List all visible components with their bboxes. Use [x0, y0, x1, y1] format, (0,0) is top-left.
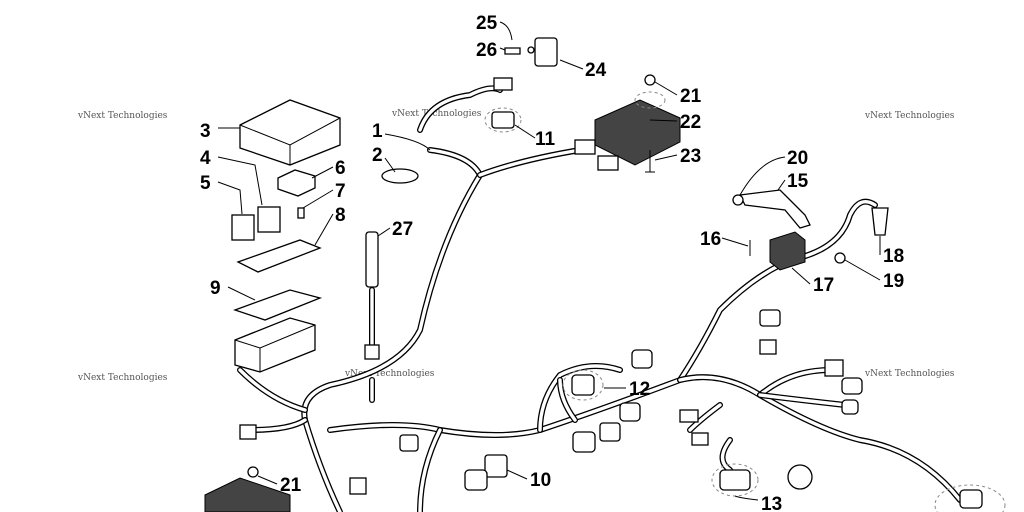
- connector: [959, 489, 983, 509]
- connector: [239, 424, 257, 440]
- plug-part-18: [871, 207, 889, 236]
- switch-part-24: [534, 37, 558, 67]
- voltage-regulator-part-22: [594, 99, 681, 166]
- callout-10[interactable]: 10: [530, 470, 551, 491]
- connector: [759, 339, 777, 355]
- callout-21[interactable]: 21: [680, 86, 702, 107]
- relay-part-6: [277, 169, 316, 197]
- watermark: vNext Technologies: [77, 111, 168, 121]
- callout-27[interactable]: 27: [392, 219, 413, 240]
- sensor-connector: [364, 344, 380, 360]
- callout-21b[interactable]: 21: [280, 475, 302, 496]
- callout-3[interactable]: 3: [200, 121, 211, 142]
- washer-part-26: [527, 46, 535, 54]
- callout-26[interactable]: 26: [476, 40, 497, 61]
- screw-part-19: [834, 252, 846, 264]
- callout-12[interactable]: 12: [629, 379, 650, 400]
- nut-part-20: [732, 194, 744, 206]
- callout-24[interactable]: 24: [585, 60, 607, 81]
- callout-7[interactable]: 7: [335, 181, 346, 202]
- harness-wires: [237, 85, 963, 512]
- connector: [572, 431, 596, 453]
- connector-part-13: [719, 469, 751, 491]
- connector-part-12: [571, 374, 595, 396]
- watermark: vNext Technologies: [864, 111, 955, 121]
- watermarks: vNext Technologies vNext Technologies vN…: [77, 109, 955, 383]
- relay-part-5: [231, 214, 255, 241]
- callout-9[interactable]: 9: [210, 278, 221, 299]
- watermark: vNext Technologies: [344, 369, 435, 379]
- connector: [824, 359, 844, 377]
- connector: [759, 309, 781, 327]
- callout-2[interactable]: 2: [372, 145, 383, 166]
- callouts: 25 26 24 21 22 23 11 3 1 2 4 6 5 7 8 27 …: [200, 13, 904, 512]
- callout-5[interactable]: 5: [200, 173, 211, 194]
- watermark: vNext Technologies: [391, 109, 482, 119]
- callout-6[interactable]: 6: [335, 158, 346, 179]
- parts: [204, 37, 1006, 512]
- ecu-module: [204, 477, 291, 512]
- callout-18[interactable]: 18: [883, 246, 904, 267]
- connector: [349, 477, 367, 495]
- callout-13[interactable]: 13: [761, 494, 782, 512]
- bracket-part-15: [739, 189, 811, 229]
- callout-15[interactable]: 15: [787, 171, 809, 192]
- callout-1[interactable]: 1: [372, 121, 383, 142]
- connector: [841, 399, 859, 415]
- watermark: vNext Technologies: [864, 369, 955, 379]
- regulator-connector: [574, 139, 596, 155]
- connector: [631, 349, 653, 369]
- screw-part-25: [504, 47, 521, 55]
- connector: [464, 469, 488, 491]
- harness-connector-top: [493, 77, 513, 91]
- regulator-connector: [597, 155, 619, 171]
- fuse-part-7: [297, 207, 305, 219]
- fuse-board-part-8: [236, 239, 322, 273]
- connector-part-11: [491, 111, 515, 129]
- module-part-17: [769, 231, 806, 271]
- gasket-part-9: [233, 289, 323, 321]
- watermark: vNext Technologies: [77, 373, 168, 383]
- connector: [841, 377, 863, 395]
- screw-part-23: [645, 150, 655, 173]
- connector-part-2: [381, 168, 419, 184]
- callout-11[interactable]: 11: [535, 129, 556, 150]
- callout-23[interactable]: 23: [680, 146, 701, 167]
- nut-part-21b: [247, 466, 259, 478]
- leader-lines: [217, 21, 881, 501]
- connector-part-10: [484, 454, 508, 478]
- callout-20[interactable]: 20: [787, 148, 808, 169]
- callout-22[interactable]: 22: [680, 112, 701, 133]
- connector: [399, 434, 419, 452]
- oxygen-sensor-part-27: [365, 231, 379, 288]
- fuse-box-cover: [239, 99, 341, 166]
- nut-part-21: [644, 74, 656, 86]
- connector: [619, 402, 641, 422]
- relay-part-4: [257, 206, 281, 233]
- callout-25[interactable]: 25: [476, 13, 498, 34]
- callout-19[interactable]: 19: [883, 271, 904, 292]
- connector: [691, 432, 709, 446]
- callout-4[interactable]: 4: [200, 148, 211, 169]
- callout-16[interactable]: 16: [700, 229, 721, 250]
- callout-17[interactable]: 17: [813, 275, 834, 296]
- callout-8[interactable]: 8: [335, 205, 346, 226]
- connector: [679, 409, 699, 423]
- fuse-block: [234, 317, 316, 373]
- connector: [599, 422, 621, 442]
- switch-knob: [787, 464, 813, 490]
